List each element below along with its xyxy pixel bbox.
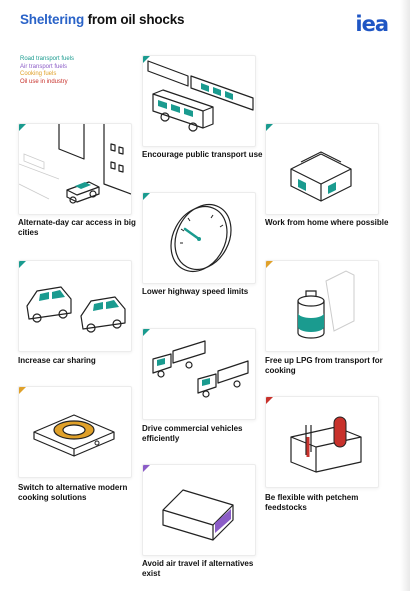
petchem-plant-icon xyxy=(290,416,362,473)
label-work-from-home: Work from home where possible xyxy=(265,218,389,227)
card-free-up-lpg xyxy=(265,260,379,352)
label-speed-limits: Lower highway speed limits xyxy=(142,287,249,296)
city-car-icon xyxy=(19,124,131,204)
legend-item-cooking: Cooking fuels xyxy=(20,71,57,77)
label-commercial-vehicles: Drive commercial vehicles efficiently xyxy=(142,424,243,443)
train-bus-icon xyxy=(147,60,254,132)
legend-item-industry: Oil use in industry xyxy=(20,78,68,85)
card-petchem-feedstocks xyxy=(265,396,379,488)
label-free-up-lpg: Free up LPG from transport for cooking xyxy=(265,356,383,375)
card-car-sharing xyxy=(18,260,132,352)
card-speed-limits xyxy=(142,192,256,284)
card-commercial-vehicles xyxy=(142,328,256,420)
legend-item-road: Road transport fuels xyxy=(20,56,75,62)
title-rest: from oil shocks xyxy=(84,12,185,27)
card-work-from-home xyxy=(265,123,379,215)
induction-stove-icon xyxy=(33,414,115,457)
title-accent: Sheltering xyxy=(20,12,85,27)
house-icon xyxy=(290,151,352,202)
card-alternate-day-car xyxy=(18,123,132,215)
legend: Road transport fuels Air transport fuels… xyxy=(20,56,74,86)
lpg-cylinder-icon xyxy=(297,270,355,339)
speedometer-icon xyxy=(170,203,232,273)
page-title: Sheltering from oil shocks xyxy=(20,12,185,27)
label-public-transport: Encourage public transport use xyxy=(142,150,263,159)
hangar-icon xyxy=(162,489,234,541)
label-modern-cooking: Switch to alternative modern cooking sol… xyxy=(18,483,128,502)
shared-cars-icon xyxy=(26,286,126,333)
card-air-travel xyxy=(142,464,256,556)
trucks-icon xyxy=(152,340,249,398)
card-public-transport xyxy=(142,55,256,147)
label-car-sharing: Increase car sharing xyxy=(18,356,96,365)
label-alternate-day-car: Alternate-day car access in big cities xyxy=(18,218,136,237)
label-petchem-feedstocks: Be flexible with petchem feedstocks xyxy=(265,493,359,512)
card-modern-cooking xyxy=(18,386,132,478)
page-edge-shadow xyxy=(400,0,410,591)
iea-logo: iea xyxy=(355,12,389,36)
legend-item-air: Air transport fuels xyxy=(20,63,68,70)
label-air-travel: Avoid air travel if alternatives exist xyxy=(142,559,254,578)
